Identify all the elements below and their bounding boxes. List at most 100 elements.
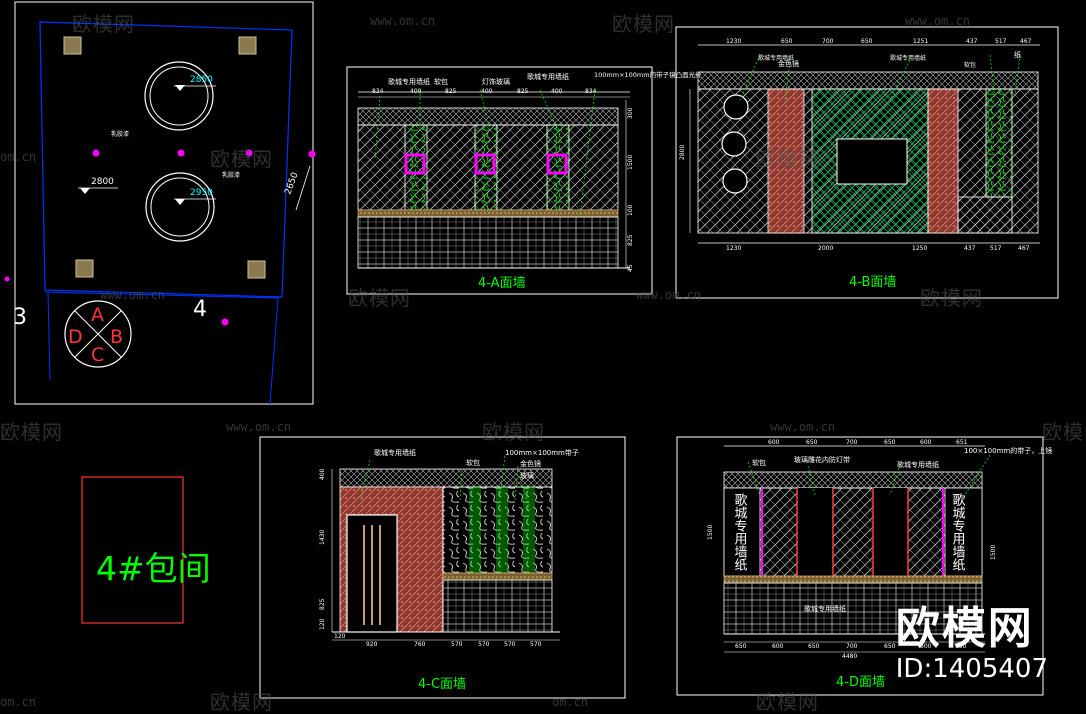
svg-text:120: 120 xyxy=(319,618,326,630)
elevation-c-note-1: 软包 xyxy=(466,458,480,467)
watermark-brand: 欧模网 xyxy=(920,286,983,310)
elevation-b-note-3: 软包 xyxy=(964,61,976,69)
door-handle-bars xyxy=(363,525,381,625)
svg-text:400: 400 xyxy=(410,88,422,95)
svg-text:825: 825 xyxy=(627,234,634,246)
svg-text:650: 650 xyxy=(861,38,873,45)
elevation-d-note-2: 歌城专用墙纸 xyxy=(897,460,939,469)
svg-text:1430: 1430 xyxy=(319,530,326,545)
elevation-c-leaders xyxy=(359,455,531,511)
svg-text:570: 570 xyxy=(451,641,463,648)
svg-text:650: 650 xyxy=(781,38,793,45)
watermark-brand: 欧模网 xyxy=(756,690,819,714)
watermark-brand: 欧模网 xyxy=(482,420,545,444)
elevation-d-side-dims: 1500 1500 xyxy=(707,525,997,560)
marker-3: 3 xyxy=(13,305,27,330)
brand-badge: 欧模网 ID:1405407 xyxy=(895,606,1048,685)
svg-text:570: 570 xyxy=(478,641,490,648)
dim-2850: 2850 xyxy=(190,75,213,85)
circular-ceiling-lights xyxy=(80,61,215,242)
elevation-a-title: 4-A面墙 xyxy=(478,276,526,291)
elevation-a-note-1: 软包 xyxy=(434,77,448,86)
watermark-brand: 欧模网 xyxy=(72,12,135,36)
elevation-b-bottom-dims: 1230 2000 1250 437 517 467 xyxy=(726,245,1030,252)
watermark-brand: 欧模网 xyxy=(210,690,273,714)
model-id: ID:1405407 xyxy=(895,654,1048,684)
room-label: 4#包间 xyxy=(96,549,211,588)
svg-text:100: 100 xyxy=(627,204,634,216)
room-outline xyxy=(39,21,293,298)
elevation-a-side-dims: 300 1500 100 825 45 xyxy=(627,107,634,272)
svg-text:600: 600 xyxy=(768,439,780,446)
compass-a: A xyxy=(91,304,104,326)
elevation-a-top-dims: 834 400 825 400 825 400 834 xyxy=(372,88,597,95)
light-label-top: 乳胶漆 xyxy=(111,130,129,138)
elevation-d-bottom-dims: 650 600 650 700 650 600 650 xyxy=(735,643,967,650)
elevation-d-side-text-left: 歌城专用墙纸 xyxy=(732,493,748,572)
elevation-b-note-0: 歌城专用墙纸 xyxy=(758,54,794,62)
elevation-a-note-3: 歌城专用墙纸 xyxy=(527,72,569,81)
elevation-d-note-0: 软包 xyxy=(752,458,766,467)
elevation-d-note-3: 100×100mm的带子，上镜 xyxy=(964,446,1052,455)
elevation-b-round-lights xyxy=(721,94,749,194)
watermark-url: www.om.cn xyxy=(100,288,166,302)
elevation-a-leaders xyxy=(374,89,596,216)
svg-text:400: 400 xyxy=(551,88,563,95)
watermark-url: www.om.cn xyxy=(370,14,436,28)
svg-text:1250: 1250 xyxy=(912,245,927,252)
svg-text:120: 120 xyxy=(334,633,346,640)
elevation-d-title: 4-D面墙 xyxy=(836,675,885,690)
watermark-url: om.cn xyxy=(552,695,589,709)
svg-text:650: 650 xyxy=(884,643,896,650)
elevation-d-magenta-strips xyxy=(761,488,944,576)
svg-text:1230: 1230 xyxy=(726,38,741,45)
elevation-b-leaders xyxy=(739,54,1021,101)
watermark-brand: 欧模网 xyxy=(210,147,273,171)
svg-text:825: 825 xyxy=(445,88,457,95)
svg-text:300: 300 xyxy=(627,107,634,119)
watermark-brand: 欧模网 xyxy=(0,420,63,444)
svg-text:517: 517 xyxy=(995,38,1007,45)
svg-text:1500: 1500 xyxy=(990,545,997,560)
watermark-brand: 欧模网 xyxy=(348,286,411,310)
ceiling-light-squares xyxy=(63,36,266,279)
compass-d: D xyxy=(68,326,83,348)
dim-2800: 2800 xyxy=(91,177,114,187)
svg-text:650: 650 xyxy=(955,643,967,650)
compass-symbol: A B C D xyxy=(64,300,132,368)
svg-text:650: 650 xyxy=(735,643,747,650)
elevation-d-top-dims: 600 650 700 650 600 651 xyxy=(768,439,968,446)
elevation-b: 1230 650 700 650 1251 437 517 467 1230 2… xyxy=(675,26,1059,299)
svg-text:700: 700 xyxy=(822,38,834,45)
svg-text:437: 437 xyxy=(964,245,976,252)
watermark-url: www.om.cn xyxy=(226,420,292,434)
svg-text:600: 600 xyxy=(920,643,932,650)
svg-text:600: 600 xyxy=(920,439,932,446)
watermark-brand: 欧模网 xyxy=(756,147,819,171)
svg-text:834: 834 xyxy=(372,88,384,95)
svg-text:700: 700 xyxy=(846,439,858,446)
elevation-a-note-4: 100mm×100mm的带子镜凸面光纤 xyxy=(594,70,702,79)
watermark-url: om.cn xyxy=(0,695,37,709)
svg-text:825: 825 xyxy=(517,88,529,95)
elevation-d-leaders xyxy=(747,454,991,496)
svg-text:1230: 1230 xyxy=(726,245,741,252)
svg-text:1251: 1251 xyxy=(913,38,928,45)
elevation-c-note-3: 金色镜 xyxy=(520,459,541,468)
svg-text:570: 570 xyxy=(504,641,516,648)
svg-text:651: 651 xyxy=(956,439,968,446)
svg-text:2000: 2000 xyxy=(818,245,833,252)
watermark-url: www.om.cn xyxy=(770,420,836,434)
elevation-a-frame xyxy=(346,66,653,295)
svg-text:45: 45 xyxy=(627,264,634,272)
magenta-markers xyxy=(4,149,316,326)
svg-text:600: 600 xyxy=(772,643,784,650)
elevation-b-title: 4-B面墙 xyxy=(849,275,896,290)
svg-text:650: 650 xyxy=(808,643,820,650)
svg-text:467: 467 xyxy=(1020,38,1032,45)
watermark-url: www.om.cn xyxy=(636,288,702,302)
elevation-d-frame xyxy=(676,436,1044,696)
plan-frame xyxy=(14,1,314,405)
elevation-d-bottom-note: 歌城专用墙纸 xyxy=(804,604,846,613)
